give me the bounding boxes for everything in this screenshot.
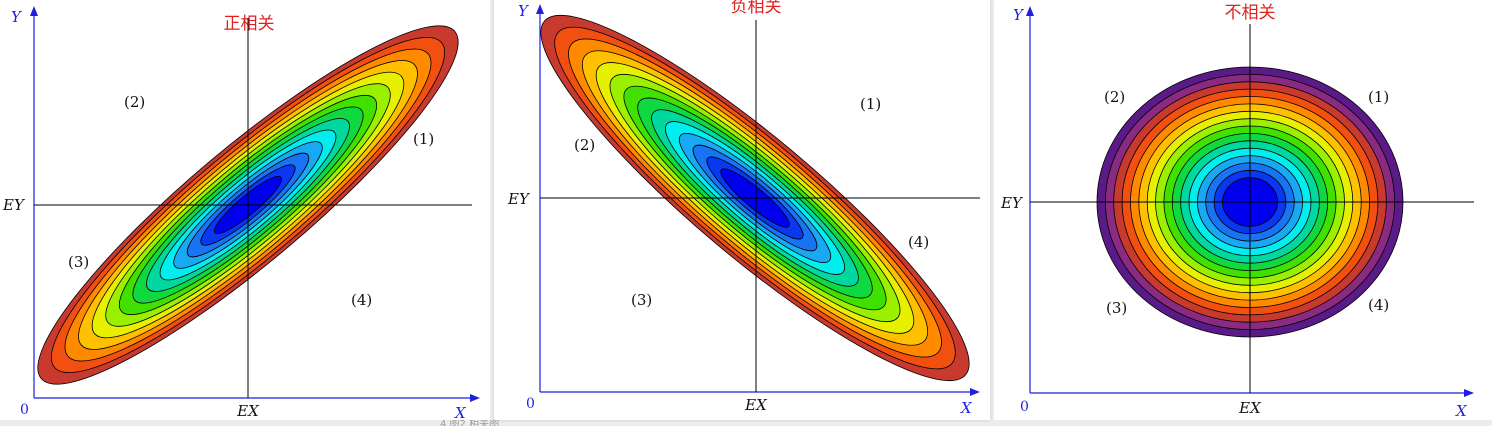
region-label-2: (2) <box>124 93 145 111</box>
x-mean-label: EX <box>744 396 768 414</box>
region-label-4: (4) <box>908 233 929 251</box>
chart-title: 不相关 <box>1225 3 1276 23</box>
y-axis-arrow-icon <box>536 4 544 14</box>
negative-correlation-diagram: 负相关 Y X 0 EX EY (1) (2) (4) (3) <box>507 0 980 417</box>
negative-contour-rings <box>540 14 970 382</box>
negative-correlation-panel: 负相关 Y X 0 EX EY (1) (2) (4) (3) <box>494 0 990 420</box>
chart-title: 负相关 <box>731 0 782 17</box>
region-label-3: (3) <box>1106 299 1127 317</box>
origin-label: 0 <box>526 396 535 412</box>
y-axis-label: Y <box>11 8 23 26</box>
y-mean-label: EY <box>1000 194 1024 212</box>
y-axis-label: Y <box>518 2 530 20</box>
region-label-2: (2) <box>1104 88 1125 106</box>
x-mean-label: EX <box>1238 399 1262 417</box>
axes <box>1026 6 1474 397</box>
no-correlation-diagram: 不相关 Y X 0 EX EY (2) (1) (3) (4) <box>1000 3 1474 420</box>
axes <box>30 6 480 402</box>
region-label-2: (2) <box>574 136 595 154</box>
y-mean-label: EY <box>507 190 531 208</box>
y-mean-label: EY <box>2 196 26 214</box>
region-label-3: (3) <box>68 253 89 271</box>
region-label-1: (1) <box>413 130 434 148</box>
origin-label: 0 <box>20 402 29 418</box>
chart-title: 正相关 <box>224 14 275 34</box>
caption-fragment: 4 图2 相关图 <box>440 420 500 426</box>
positive-correlation-diagram: 正相关 Y X 0 EX EY (1) (2) (3) (4) <box>2 6 480 422</box>
region-label-4: (4) <box>1368 296 1389 314</box>
region-label-4: (4) <box>351 291 372 309</box>
x-mean-label: EX <box>236 402 260 420</box>
x-axis-arrow-icon <box>1464 389 1474 397</box>
origin-label: 0 <box>1020 399 1029 415</box>
x-axis-label: X <box>960 399 973 417</box>
region-label-1: (1) <box>860 95 881 113</box>
y-axis-label: Y <box>1013 6 1025 24</box>
x-axis-label: X <box>1455 402 1468 420</box>
region-label-1: (1) <box>1368 88 1389 106</box>
no-correlation-panel: 不相关 Y X 0 EX EY (2) (1) (3) (4) <box>994 0 1492 420</box>
y-axis-arrow-icon <box>30 6 38 16</box>
x-axis-arrow-icon <box>970 388 980 396</box>
region-label-3: (3) <box>631 291 652 309</box>
x-axis-arrow-icon <box>470 394 480 402</box>
x-axis-label: X <box>454 404 467 422</box>
axes <box>536 4 980 396</box>
positive-correlation-panel: 正相关 Y X 0 EX EY (1) (2) (3) (4) <box>0 0 490 422</box>
y-axis-arrow-icon <box>1026 6 1034 16</box>
